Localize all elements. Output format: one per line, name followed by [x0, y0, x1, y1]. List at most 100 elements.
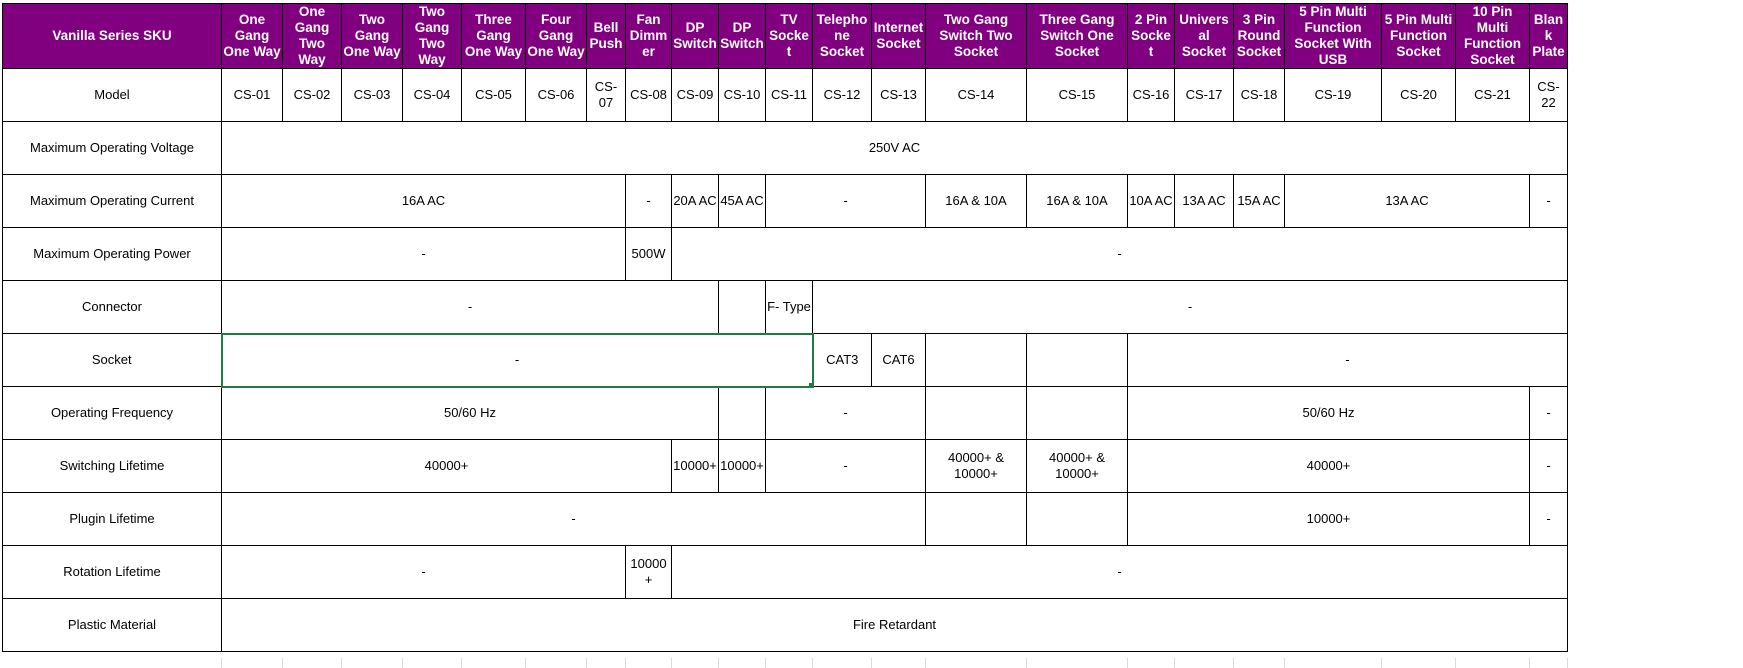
table-cell[interactable]: 45A AC	[718, 174, 766, 228]
table-cell[interactable]: -	[1529, 492, 1568, 546]
row-label[interactable]: Model	[2, 68, 222, 122]
table-cell[interactable]: CS-07	[586, 68, 626, 122]
table-cell[interactable]: CS-20	[1381, 68, 1456, 122]
table-cell[interactable]: 16A AC	[221, 174, 626, 228]
column-header[interactable]: Two Gang Two Way	[402, 3, 462, 69]
table-cell[interactable]: -	[812, 280, 1568, 334]
row-label[interactable]: Plastic Material	[2, 598, 222, 652]
column-header[interactable]: Three Gang Switch One Socket	[1026, 3, 1128, 69]
table-cell[interactable]: -	[671, 545, 1568, 599]
table-cell[interactable]: CAT6	[871, 333, 926, 387]
table-cell[interactable]: CS-01	[221, 68, 283, 122]
table-cell[interactable]	[1026, 492, 1128, 546]
table-cell[interactable]: 15A AC	[1233, 174, 1285, 228]
column-header[interactable]: One Gang One Way	[221, 3, 283, 69]
table-cell[interactable]: -	[625, 174, 672, 228]
table-cell[interactable]: -	[221, 227, 626, 281]
table-cell[interactable]: 16A & 10A	[1026, 174, 1128, 228]
table-cell[interactable]: 20A AC	[671, 174, 719, 228]
table-cell[interactable]: CS-22	[1529, 68, 1568, 122]
table-cell[interactable]: 40000+ & 10000+	[1026, 439, 1128, 493]
column-header[interactable]: One Gang Two Way	[282, 3, 342, 69]
table-cell[interactable]: 10000+	[718, 439, 766, 493]
table-cell[interactable]	[718, 280, 766, 334]
column-header[interactable]: Four Gang One Way	[525, 3, 587, 69]
table-cell[interactable]: -	[765, 439, 926, 493]
table-cell[interactable]	[1026, 333, 1128, 387]
column-header[interactable]: Bell Push	[586, 3, 626, 69]
table-cell[interactable]: 50/60 Hz	[221, 386, 719, 440]
table-cell[interactable]	[925, 333, 1027, 387]
table-cell[interactable]: 40000+	[221, 439, 672, 493]
table-cell[interactable]: CS-03	[341, 68, 403, 122]
corner-header[interactable]: Vanilla Series SKU	[2, 3, 222, 69]
table-cell[interactable]: 10000+	[625, 545, 672, 599]
selected-cell[interactable]: -	[220, 332, 814, 388]
table-cell[interactable]: 13A AC	[1284, 174, 1530, 228]
column-header[interactable]: 5 Pin Multi Function Socket With USB	[1284, 3, 1382, 69]
table-cell[interactable]: CS-10	[718, 68, 766, 122]
row-label[interactable]: Rotation Lifetime	[2, 545, 222, 599]
table-cell[interactable]: CS-14	[925, 68, 1027, 122]
table-cell[interactable]: CS-05	[461, 68, 526, 122]
table-cell[interactable]: -	[221, 280, 719, 334]
table-cell[interactable]: CS-09	[671, 68, 719, 122]
table-cell[interactable]: Fire Retardant	[221, 598, 1568, 652]
table-cell[interactable]: CS-17	[1174, 68, 1234, 122]
table-cell[interactable]: CS-08	[625, 68, 672, 122]
table-cell[interactable]: -	[671, 227, 1568, 281]
table-cell[interactable]: 10000+	[671, 439, 719, 493]
table-cell[interactable]	[1026, 386, 1128, 440]
table-cell[interactable]: 40000+	[1127, 439, 1530, 493]
column-header[interactable]: 2 Pin Socket	[1127, 3, 1175, 69]
fill-handle[interactable]	[807, 381, 811, 385]
column-header[interactable]: Universal Socket	[1174, 3, 1234, 69]
column-header[interactable]: Fan Dimmer	[625, 3, 672, 69]
table-cell[interactable]: CS-15	[1026, 68, 1128, 122]
table-cell[interactable]: 250V AC	[221, 121, 1568, 175]
table-cell[interactable]: 13A AC	[1174, 174, 1234, 228]
column-header[interactable]: Blank Plate	[1529, 3, 1568, 69]
table-cell[interactable]: CS-02	[282, 68, 342, 122]
column-header[interactable]: 5 Pin Multi Function Socket	[1381, 3, 1456, 69]
column-header[interactable]: DP Switch	[718, 3, 766, 69]
column-header[interactable]: Two Gang Switch Two Socket	[925, 3, 1027, 69]
table-cell[interactable]: -	[1529, 174, 1568, 228]
table-cell[interactable]: CS-18	[1233, 68, 1285, 122]
column-header[interactable]: Telephone Socket	[812, 3, 872, 69]
table-cell[interactable]: -	[1127, 333, 1568, 387]
table-cell[interactable]: CS-06	[525, 68, 587, 122]
column-header[interactable]: Two Gang One Way	[341, 3, 403, 69]
table-cell[interactable]: F- Type	[765, 280, 813, 334]
table-cell[interactable]: -	[221, 492, 926, 546]
row-label[interactable]: Operating Frequency	[2, 386, 222, 440]
row-label[interactable]: Switching Lifetime	[2, 439, 222, 493]
table-cell[interactable]: CS-19	[1284, 68, 1382, 122]
table-cell[interactable]: CS-21	[1455, 68, 1530, 122]
table-cell[interactable]: CS-16	[1127, 68, 1175, 122]
row-label[interactable]: Maximum Operating Power	[2, 227, 222, 281]
table-cell[interactable]: CS-04	[402, 68, 462, 122]
column-header[interactable]: 10 Pin Multi Function Socket	[1455, 3, 1530, 69]
table-cell[interactable]	[925, 386, 1027, 440]
table-cell[interactable]: 40000+ & 10000+	[925, 439, 1027, 493]
table-cell[interactable]: -	[221, 545, 626, 599]
table-cell[interactable]: 10A AC	[1127, 174, 1175, 228]
column-header[interactable]: DP Switch	[671, 3, 719, 69]
column-header[interactable]: TV Socket	[765, 3, 813, 69]
table-cell[interactable]	[718, 386, 766, 440]
table-cell[interactable]: 500W	[625, 227, 672, 281]
table-cell[interactable]	[925, 492, 1027, 546]
table-cell[interactable]: CS-13	[871, 68, 926, 122]
table-cell[interactable]: CS-11	[765, 68, 813, 122]
table-cell[interactable]: 50/60 Hz	[1127, 386, 1530, 440]
row-label[interactable]: Socket	[2, 333, 222, 387]
column-header[interactable]: 3 Pin Round Socket	[1233, 3, 1285, 69]
row-label[interactable]: Maximum Operating Current	[2, 174, 222, 228]
row-label[interactable]: Maximum Operating Voltage	[2, 121, 222, 175]
row-label[interactable]: Connector	[2, 280, 222, 334]
table-cell[interactable]: -	[765, 386, 926, 440]
table-cell[interactable]: 16A & 10A	[925, 174, 1027, 228]
table-cell[interactable]: CAT3	[812, 333, 872, 387]
table-cell[interactable]: -	[1529, 386, 1568, 440]
